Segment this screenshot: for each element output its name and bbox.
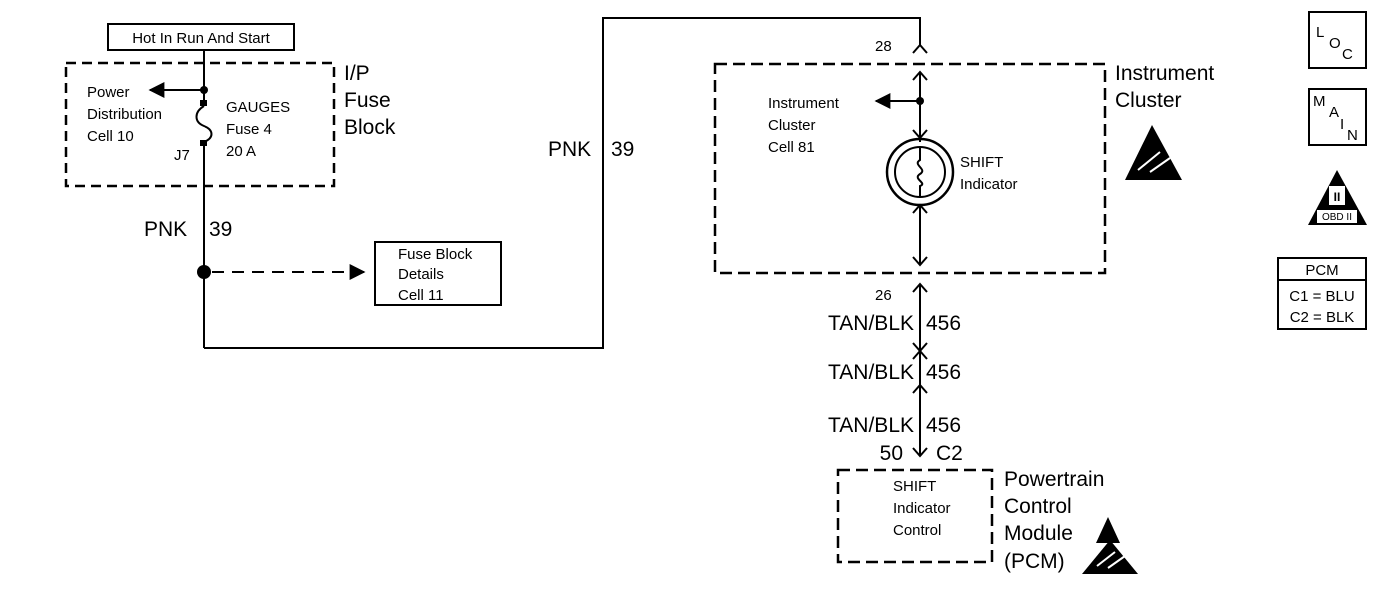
pcm-function-1: SHIFT — [893, 478, 936, 495]
fuse-icon — [195, 105, 213, 143]
legend-row: C1 = BLU — [1289, 288, 1354, 305]
pcm-function-2: Indicator — [893, 500, 951, 517]
lamp-icon — [885, 137, 955, 207]
pcm-title-2: Control — [1004, 495, 1072, 518]
wire-color-label-2: PNK — [548, 138, 591, 161]
fuse-block-title-2: Fuse — [344, 89, 391, 112]
wire-circuit-label-3: 456 — [926, 312, 961, 335]
power-dist-line-2: Distribution — [87, 106, 162, 123]
main-letter-i: I — [1340, 116, 1344, 133]
header-label-box[interactable]: Hot In Run And Start — [107, 23, 295, 51]
wire-circuit-label-4: 456 — [926, 361, 961, 384]
fuse-terminal-top — [200, 100, 207, 106]
wire-pnk-39 — [197, 17, 921, 349]
cluster-title-2: Cluster — [1115, 89, 1182, 112]
fuse-details-line-3: Cell 11 — [398, 287, 444, 304]
main-letter-n: N — [1347, 127, 1358, 144]
fuse-terminal-bottom — [200, 140, 207, 146]
pcm-title-4: (PCM) — [1004, 550, 1065, 573]
fuse-block-title-1: I/P — [344, 62, 370, 85]
fuse-details-line-1: Fuse Block — [398, 246, 473, 263]
cluster-outline — [713, 62, 1107, 275]
loc-letter-o: O — [1329, 35, 1341, 52]
fuse-details-line-2: Details — [398, 266, 444, 283]
indicator-line-2: Indicator — [960, 176, 1018, 193]
wire-tan-blk-456 — [912, 282, 928, 458]
cluster-pin-out: 26 — [875, 287, 892, 304]
obd-text: OBD II — [1322, 212, 1352, 223]
wire-circuit-label-2: 39 — [611, 138, 634, 161]
cluster-ref-line-3: Cell 81 — [768, 139, 815, 156]
esd-warning-icon — [1082, 540, 1138, 574]
main-letter-a: A — [1329, 104, 1339, 121]
obd-ii-button[interactable]: II OBD II — [1308, 170, 1367, 225]
pcm-outline — [836, 468, 994, 564]
cluster-ref-line-1: Instrument — [768, 95, 840, 112]
splice-node — [197, 265, 211, 279]
wire-color-label-5: TAN/BLK — [828, 414, 914, 437]
esd-warning-icon — [1125, 125, 1182, 180]
loc-letter-c: C — [1342, 46, 1353, 63]
pcm-component: 50 C2 SHIFT Indicator Control Powertrain… — [836, 442, 1138, 574]
pcm-connector: C2 — [936, 442, 963, 465]
wire-circuit-label-1: 39 — [209, 218, 232, 241]
esd-warning-icon — [1096, 517, 1120, 543]
indicator-line-1: SHIFT — [960, 154, 1003, 171]
pcm-title-1: Powertrain — [1004, 468, 1104, 491]
wire-color-label-4: TAN/BLK — [828, 361, 914, 384]
fuse-details-link[interactable]: Fuse Block Details Cell 11 — [374, 241, 502, 306]
cluster-title-1: Instrument — [1115, 62, 1214, 85]
loc-letter-l: L — [1316, 24, 1324, 41]
header-label: Hot In Run And Start — [132, 30, 270, 47]
fuse-pin-label: J7 — [174, 147, 190, 164]
fuse-block-outline — [64, 61, 336, 188]
pcm-pin: 50 — [880, 442, 903, 465]
loc-button[interactable]: L O C — [1308, 11, 1367, 69]
cluster-pin-in: 28 — [875, 38, 892, 55]
legend-title: PCM — [1305, 262, 1338, 279]
fuse-block-title-3: Block — [344, 116, 396, 139]
pcm-legend: PCM C1 = BLU C2 = BLK — [1277, 257, 1367, 330]
pcm-function-3: Control — [893, 522, 941, 539]
main-button[interactable]: M A I N — [1308, 88, 1367, 146]
power-dist-line-3: Cell 10 — [87, 128, 134, 145]
connector-chevron — [912, 43, 928, 54]
fuse-name: GAUGES — [226, 99, 290, 116]
fuse-rating: 20 A — [226, 143, 256, 160]
legend-row: C2 = BLK — [1290, 309, 1355, 326]
instrument-cluster-component: 28 Instrument Cluster Instrument Cluster… — [713, 38, 1214, 304]
obd-badge: II — [1334, 190, 1341, 204]
power-dist-line-1: Power — [87, 84, 130, 101]
main-letter-m: M — [1313, 93, 1326, 110]
cluster-ref-line-2: Cluster — [768, 117, 816, 134]
fuse-number: Fuse 4 — [226, 121, 272, 138]
fuse-block-component: I/P Fuse Block Power Distribution Cell 1… — [64, 61, 396, 188]
wire-circuit-label-5: 456 — [926, 414, 961, 437]
pcm-title-3: Module — [1004, 522, 1073, 545]
wire-color-label-1: PNK — [144, 218, 187, 241]
wire-color-label-3: TAN/BLK — [828, 312, 914, 335]
